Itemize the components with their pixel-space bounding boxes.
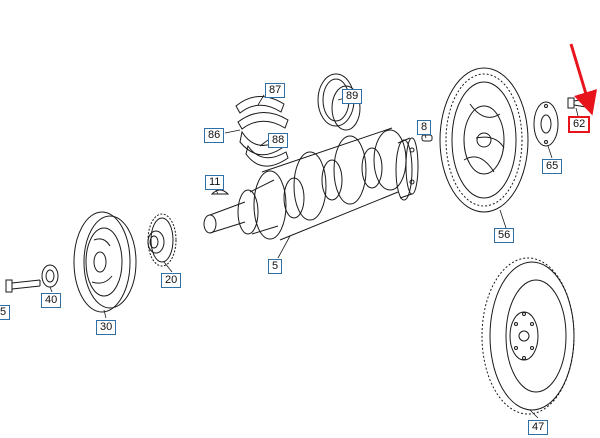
flexplate-bolt	[567, 97, 587, 109]
callout-5[interactable]: 5	[268, 259, 283, 274]
leader-lines	[49, 94, 579, 419]
adapter-plate	[533, 101, 559, 147]
callout-8[interactable]: 8	[417, 120, 432, 135]
callout-47[interactable]: 47	[528, 420, 549, 435]
callout-65[interactable]: 65	[542, 159, 563, 174]
crankshaft-sprocket	[147, 213, 177, 267]
flywheel	[481, 257, 575, 415]
washer	[41, 264, 59, 288]
bearing-shell-lower	[239, 130, 289, 167]
callout-62-highlighted[interactable]: 62	[568, 116, 591, 133]
crankshaft	[203, 127, 419, 241]
flexplate	[439, 67, 529, 213]
highlight-arrow	[569, 43, 598, 116]
callout-88[interactable]: 88	[268, 133, 289, 148]
callout-20[interactable]: 20	[161, 273, 182, 288]
callout-30[interactable]: 30	[96, 320, 117, 335]
callout-11[interactable]: 11	[205, 175, 225, 190]
callout-86[interactable]: 86	[204, 128, 225, 143]
callout-56[interactable]: 56	[494, 228, 515, 243]
crankshaft-pulley	[73, 211, 137, 313]
dowel-pin	[421, 134, 433, 142]
woodruff-key	[210, 189, 230, 195]
bearing-shell-upper	[235, 96, 289, 130]
callout-89[interactable]: 89	[342, 89, 363, 104]
pulley-bolt	[5, 279, 41, 293]
callout-40[interactable]: 40	[41, 293, 62, 308]
callout-87[interactable]: 87	[265, 83, 286, 98]
callout-15[interactable]: 5	[0, 305, 11, 320]
